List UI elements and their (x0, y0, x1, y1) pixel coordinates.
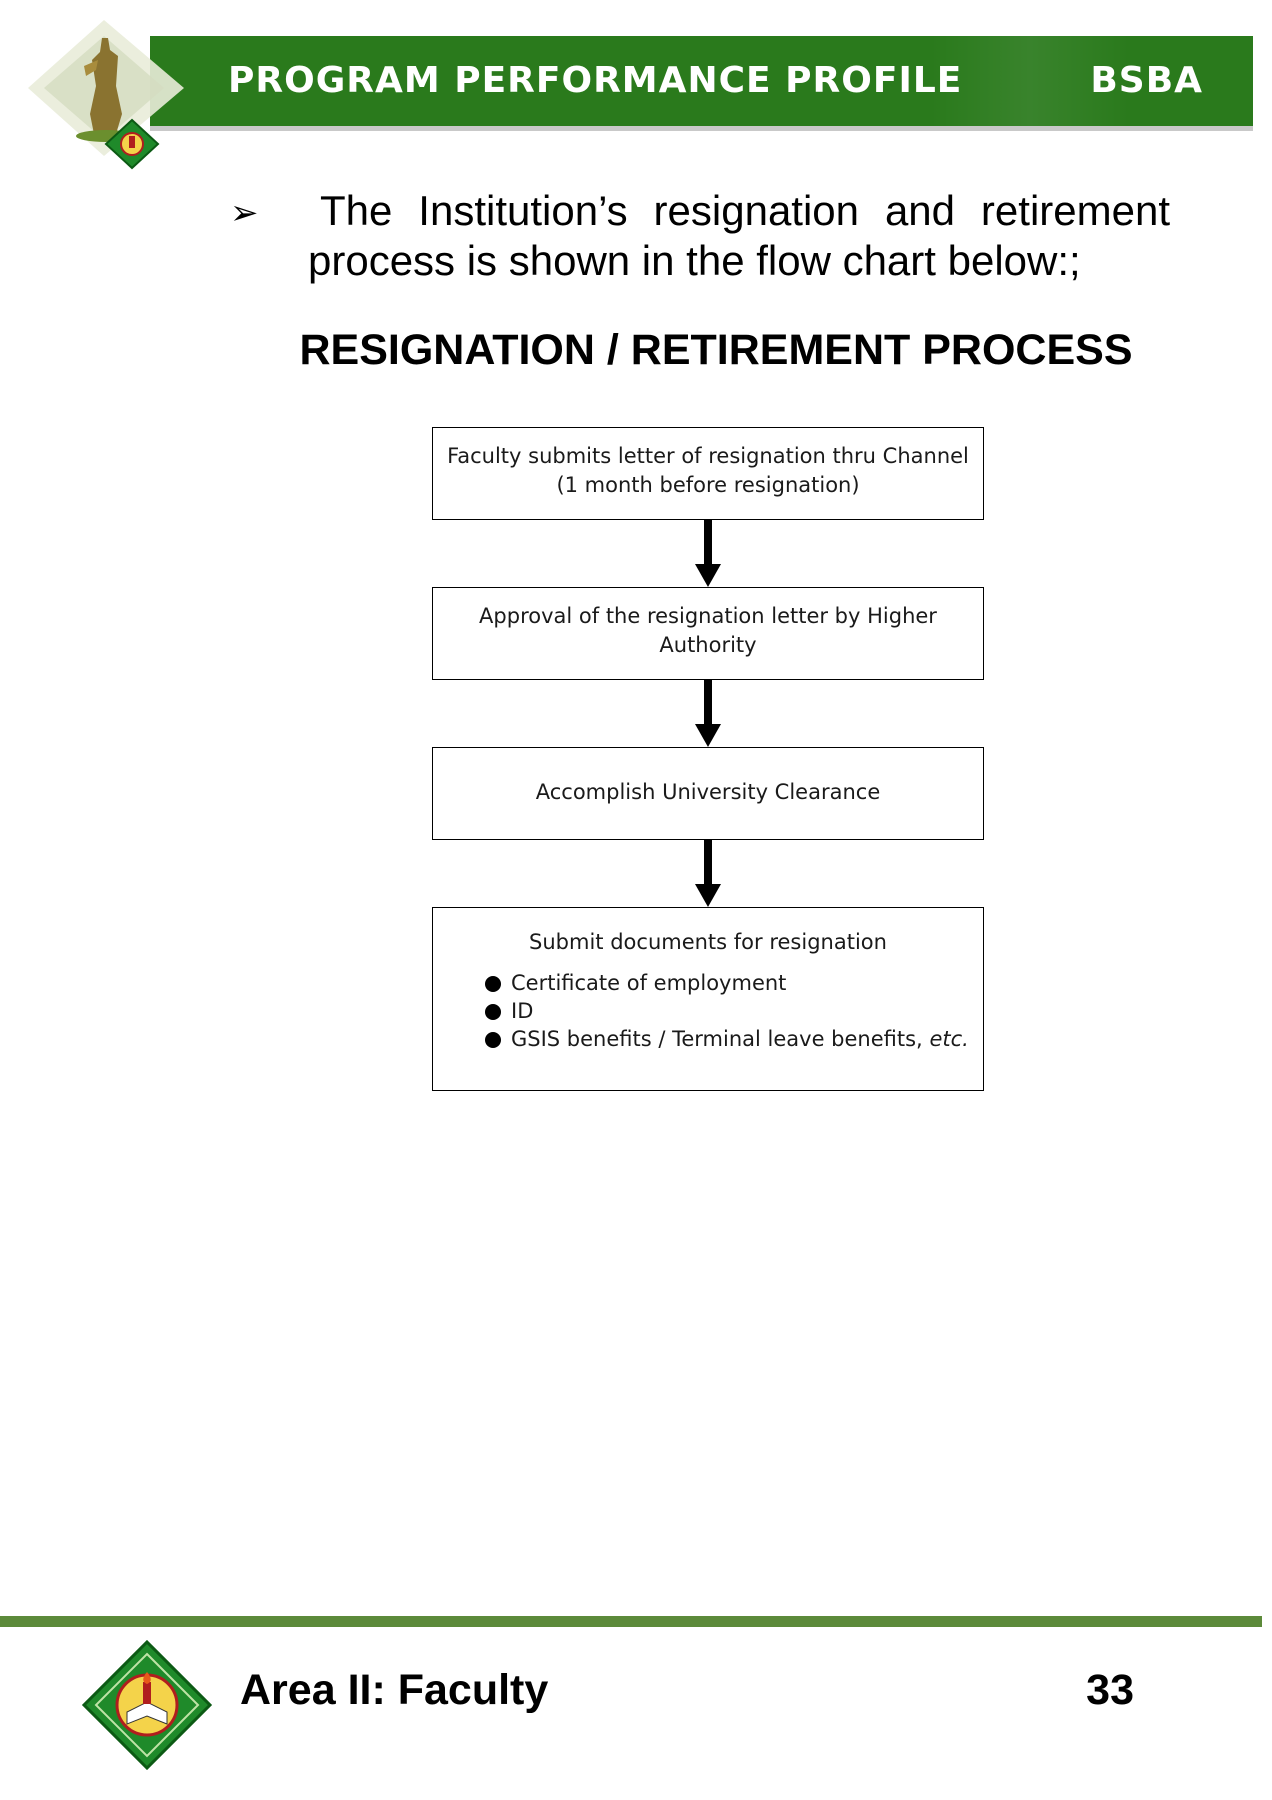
header-title: PROGRAM PERFORMANCE PROFILE (228, 60, 963, 101)
document-item-2: ID (511, 999, 534, 1023)
flow-step-approval: Approval of the resignation letter by Hi… (432, 587, 984, 680)
footer-area-label: Area II: Faculty (240, 1666, 549, 1714)
flow-step-3-label: Accomplish University Clearance (535, 780, 881, 804)
flow-step-1-line-1: Faculty submits letter of resignation th… (447, 444, 969, 468)
bullet-dot-icon (485, 976, 501, 992)
documents-list: Certificate of employment ID GSIS benefi… (433, 969, 983, 1053)
university-emblem-logo (28, 20, 184, 170)
list-item: GSIS benefits / Terminal leave benefits,… (485, 1025, 983, 1053)
university-seal-logo (82, 1640, 212, 1770)
flow-step-2-line-2: Authority (659, 633, 757, 657)
header-band: PROGRAM PERFORMANCE PROFILE BSBA (150, 36, 1253, 126)
bullet-dot-icon (485, 1004, 501, 1020)
bullet-dot-icon (485, 1032, 501, 1048)
flow-step-submit-documents: Submit documents for resignation Certifi… (432, 907, 984, 1091)
list-item: Certificate of employment (485, 969, 983, 997)
program-code: BSBA (1090, 60, 1203, 101)
intro-line-2: process is shown in the flow chart below… (308, 237, 1081, 284)
header-shine (930, 36, 1130, 126)
down-arrow-icon (695, 840, 721, 907)
arrowhead-bullet-icon: ➢ (230, 194, 259, 232)
flow-step-4-title: Submit documents for resignation (529, 930, 887, 954)
document-item-3: GSIS benefits / Terminal leave benefits, (511, 1027, 923, 1051)
flow-step-submit-letter: Faculty submits letter of resignation th… (432, 427, 984, 520)
section-title: RESIGNATION / RETIREMENT PROCESS (0, 326, 1272, 375)
document-item-3-suffix: etc. (929, 1027, 969, 1051)
page-number: 33 (1086, 1666, 1134, 1714)
flow-step-clearance: Accomplish University Clearance (432, 747, 984, 840)
down-arrow-icon (695, 680, 721, 747)
down-arrow-icon (695, 520, 721, 587)
flow-step-2-line-1: Approval of the resignation letter by Hi… (479, 604, 937, 628)
document-item-1: Certificate of employment (511, 971, 787, 995)
flow-step-1-line-2: (1 month before resignation) (556, 473, 860, 497)
intro-line-1: The Institution’s resignation and retire… (320, 187, 1170, 234)
intro-paragraph: ➢ The Institution’s resignation and reti… (230, 186, 1170, 286)
section-title-text: RESIGNATION / RETIREMENT PROCESS (299, 326, 1133, 374)
footer-rule (0, 1616, 1262, 1627)
list-item: ID (485, 997, 983, 1025)
